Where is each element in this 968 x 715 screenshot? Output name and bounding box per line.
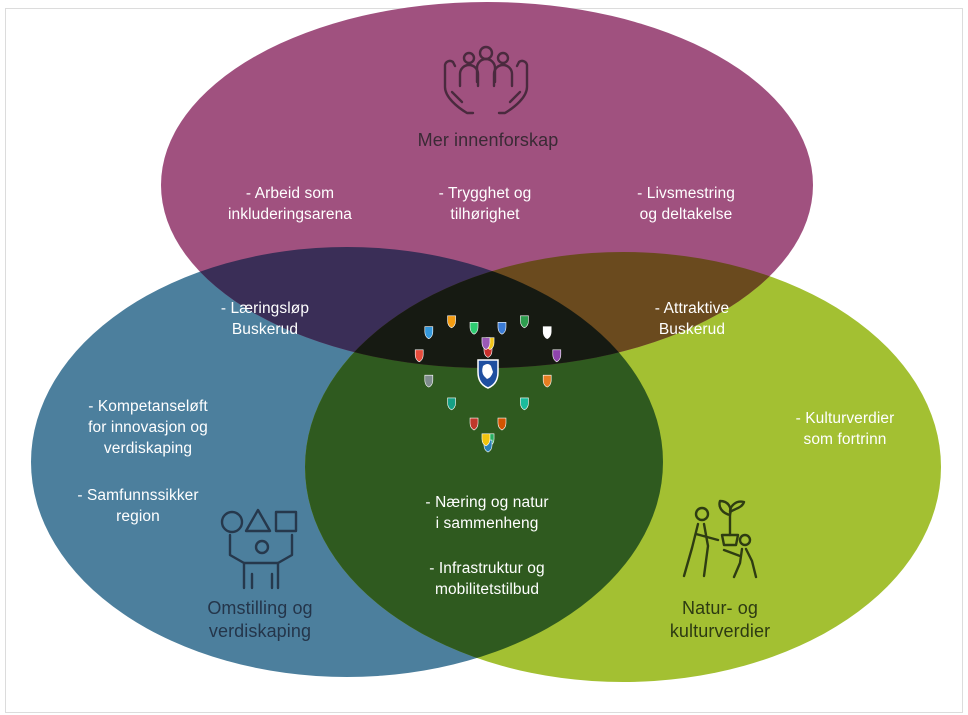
overlap-top-left-label: - Læringsløp Buskerud [220,300,310,338]
municipal-shield-icon [520,315,529,329]
left-item-2: - Samfunnssikker region [77,487,199,525]
top-item-3: - Livsmestring og deltakelse [637,185,735,223]
municipal-shield-icon [469,417,479,431]
top-item-2: - Trygghet og tilhørighet [438,185,532,223]
municipal-shield-icon [424,374,434,388]
overlap-top-right-label: - Attraktive Buskerud [654,300,730,338]
municipal-shield-icon [447,397,456,411]
people-planting-icon [682,499,758,579]
municipal-shield-icon [447,315,456,329]
top-item-1: - Arbeid som inkluderingsarena [227,185,353,223]
heart-of-municipal-shields-icon [414,315,562,453]
overlap-left-right-item-2: - Infrastruktur og mobilitetstilbud [429,560,545,598]
municipal-shield-icon [542,374,552,388]
title-left: Omstilling og verdiskaping [207,598,313,641]
left-item-1: - Kompetanseløft for innovasjon og verdi… [88,398,208,457]
municipal-shield-icon [424,326,434,340]
municipal-shield-icon [481,337,491,350]
municipal-shield-icon [497,321,507,335]
municipal-shield-icon [481,433,491,447]
municipal-shield-icon [552,349,562,363]
municipal-shield-icon [497,417,507,431]
person-holding-shapes-icon [220,508,298,590]
municipal-shield-icon [469,321,479,335]
right-item-1: - Kulturverdier som fortrinn [795,410,895,448]
bear-emblem-icon [482,364,493,379]
municipal-shield-icon [542,326,552,340]
municipal-shield-icon [414,349,424,363]
municipal-shield-icon [520,397,529,411]
title-top: Mer innenforskap [417,130,559,150]
overlap-left-right-item-1: - Næring og natur i sammenheng [425,494,549,532]
overlap-center [305,252,663,368]
hands-holding-people-icon [443,45,529,115]
title-right: Natur- og kulturverdier [669,598,771,641]
